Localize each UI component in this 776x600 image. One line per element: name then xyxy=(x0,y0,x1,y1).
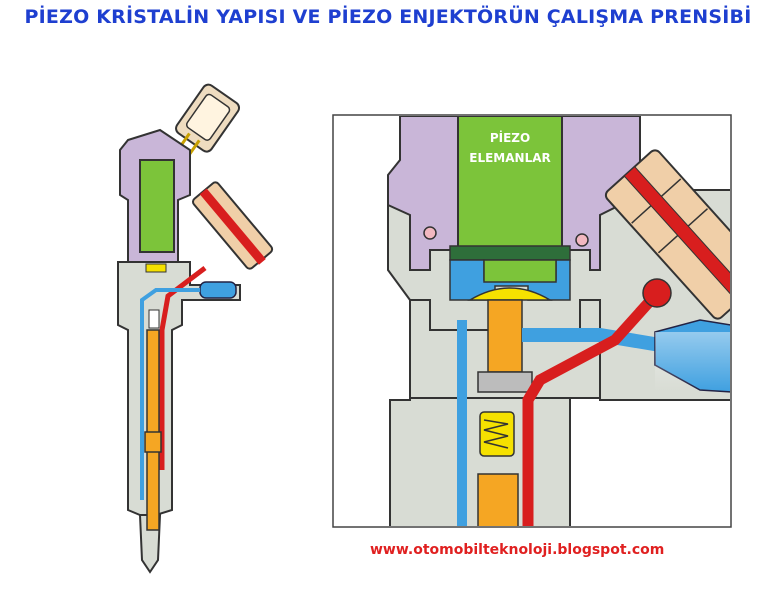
injector-overview xyxy=(117,83,274,574)
connector-plug-icon xyxy=(175,83,241,158)
piezo-stack xyxy=(139,159,175,253)
page-title: PİEZO KRİSTALİN YAPISI VE PİEZO ENJEKTÖR… xyxy=(24,6,752,28)
piezo-elements-block xyxy=(457,116,563,251)
piezo-label-line1: PİEZO xyxy=(490,130,530,145)
footer-url-link[interactable]: www.otomobilteknoloji.blogspot.com xyxy=(370,542,665,558)
injector-detail-view: PİEZO ELEMANLAR xyxy=(332,114,732,528)
inlet-connector xyxy=(192,181,274,270)
high-pressure-inlet xyxy=(604,149,730,326)
piezo-label-line2: ELEMANLAR xyxy=(469,151,551,165)
